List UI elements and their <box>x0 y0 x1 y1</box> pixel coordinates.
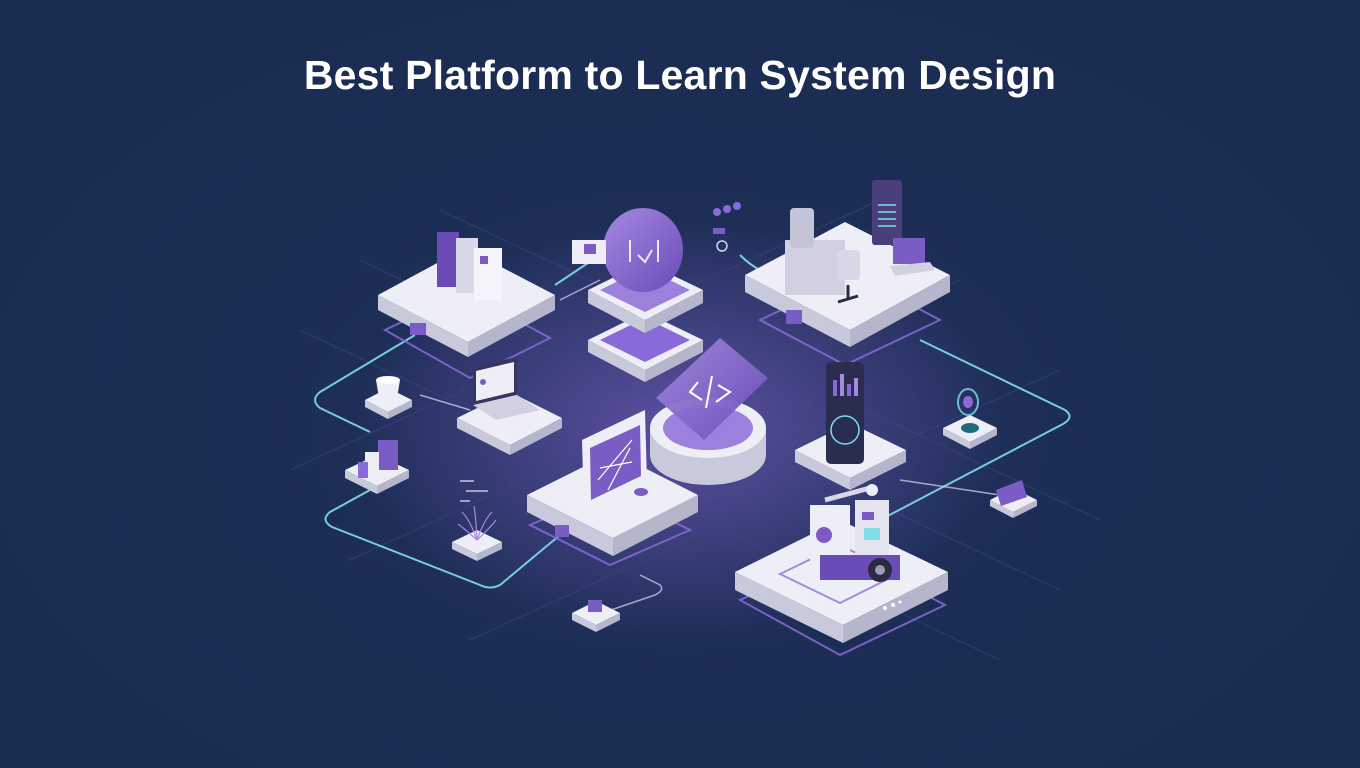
coffee-cup-icon <box>376 380 400 398</box>
box-icon <box>588 600 602 612</box>
document-stack-icon <box>437 232 459 287</box>
network-connectors-white <box>419 279 1001 613</box>
robot-machine-icon <box>810 484 900 582</box>
tablet-chart-icon <box>826 362 864 464</box>
hologram-node <box>943 388 997 449</box>
code-portal <box>650 338 768 485</box>
page-title: Best Platform to Learn System Design <box>303 52 1057 98</box>
office-platform <box>745 180 950 347</box>
robot-platform <box>735 484 948 643</box>
documents-platform <box>378 232 555 357</box>
books-node <box>345 440 409 494</box>
laptop-platform <box>457 357 562 455</box>
hologram-icon <box>957 388 979 416</box>
tablet-platform <box>795 362 906 490</box>
whiteboard-platform <box>527 410 698 556</box>
box-small-icon <box>584 244 596 254</box>
badge-platform <box>572 208 703 382</box>
data-fountain-icon <box>457 505 497 541</box>
desk-chair-laptop-icon <box>785 240 845 295</box>
coffee-node <box>365 376 412 419</box>
shield-badge-icon <box>603 208 683 292</box>
fountain-node <box>452 480 502 561</box>
card-icon <box>996 480 1027 506</box>
books-icon <box>378 440 398 470</box>
code-card-icon <box>656 338 768 440</box>
box-node <box>572 600 620 632</box>
card-node <box>990 480 1037 518</box>
settings-widget-icon <box>713 202 741 252</box>
